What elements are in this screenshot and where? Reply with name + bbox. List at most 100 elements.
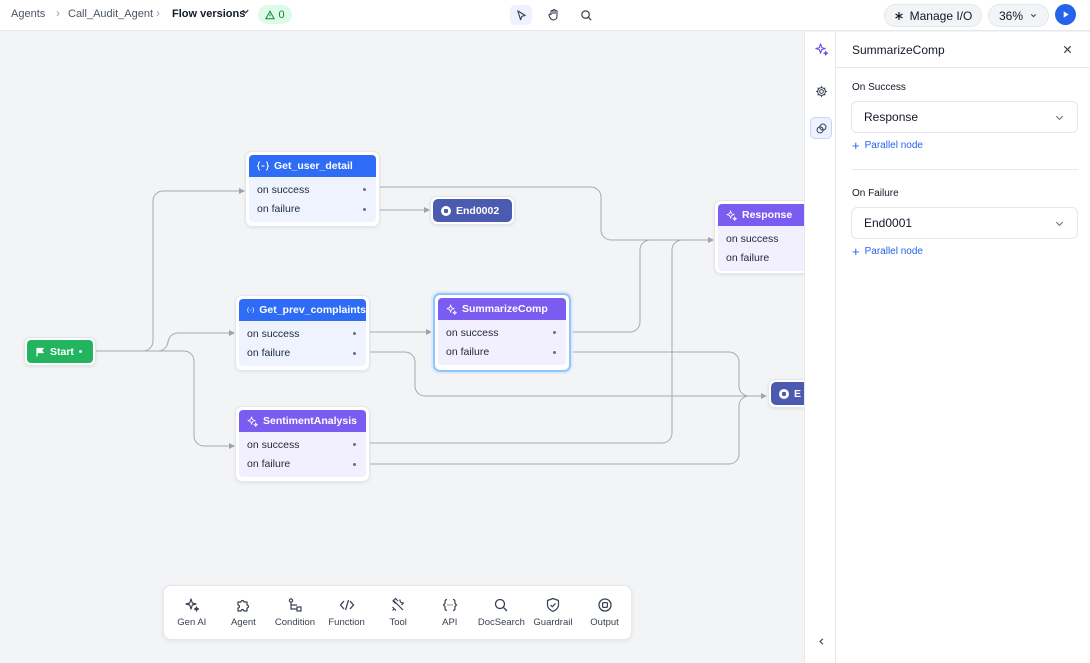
stop-circle-icon <box>441 205 451 216</box>
add-parallel-node-success-link[interactable]: + Parallel node <box>852 137 923 153</box>
chevron-down-icon <box>1055 221 1064 226</box>
node-output-success[interactable]: on success <box>718 229 804 249</box>
breadcrumb-agents[interactable]: Agents <box>11 8 46 20</box>
palette-gen-ai[interactable]: Gen AI <box>166 590 218 636</box>
start-node-label: Start <box>50 345 74 358</box>
node-config-panel: SummarizeComp On Success Response + Para… <box>836 32 1090 663</box>
output-handle[interactable] <box>363 207 366 211</box>
plus-icon: + <box>852 137 860 153</box>
palette-label: Function <box>328 617 365 628</box>
start-output-handle[interactable] <box>78 350 82 353</box>
search-tool-button[interactable] <box>575 5 597 25</box>
hand-icon <box>548 8 558 21</box>
output-handle[interactable] <box>553 350 556 354</box>
warning-count-badge[interactable]: 0 <box>258 5 292 24</box>
palette-function[interactable]: Function <box>321 590 373 636</box>
output-handle[interactable] <box>363 188 366 192</box>
chevron-down-icon[interactable] <box>240 6 251 20</box>
node-output-failure[interactable]: on failure <box>718 249 804 269</box>
node-title: Response <box>742 209 793 221</box>
output-label: on success <box>257 183 310 196</box>
output-handle[interactable] <box>353 462 356 466</box>
node-output-failure[interactable]: on failure <box>239 455 366 475</box>
palette-condition[interactable]: Condition <box>269 590 321 636</box>
breadcrumb-call-audit-agent[interactable]: Call_Audit_Agent <box>68 8 154 20</box>
palette-docsearch[interactable]: DocSearch <box>476 590 528 636</box>
output-label: on failure <box>446 346 490 359</box>
sparkles-icon <box>726 210 737 221</box>
palette-tool[interactable]: Tool <box>372 590 424 636</box>
on-success-select[interactable]: Response <box>851 101 1078 133</box>
close-panel-button[interactable] <box>1062 42 1073 58</box>
pan-tool-button[interactable] <box>543 5 565 25</box>
node-end0002[interactable]: End0002 <box>430 196 515 225</box>
node-output-success[interactable]: on success <box>239 324 366 344</box>
node-summarize-comp[interactable]: SummarizeComp on success on failure <box>433 293 571 372</box>
rail-connections-button[interactable] <box>810 117 832 139</box>
node-output-success[interactable]: on success <box>438 323 566 343</box>
chevron-left-icon <box>818 637 823 645</box>
node-output-success[interactable]: on success <box>249 180 376 200</box>
sparkles-icon <box>185 598 199 612</box>
breadcrumb-separator: › <box>156 6 160 20</box>
collapse-panel-button[interactable] <box>810 630 832 652</box>
pointer-tool-button[interactable] <box>510 5 532 25</box>
divider <box>836 67 1090 68</box>
node-header: Response <box>718 204 804 226</box>
on-failure-label: On Failure <box>852 188 899 199</box>
on-success-value: Response <box>864 110 919 124</box>
output-handle[interactable] <box>353 351 356 355</box>
edge-start-to-sentiment-analysis <box>96 350 235 449</box>
end-node-header: End0002 <box>433 199 512 222</box>
flow-canvas[interactable]: Start Get_user_detail on success on fail… <box>0 32 804 663</box>
palette-output[interactable]: Output <box>579 590 631 636</box>
sparkles-icon <box>247 416 258 427</box>
cursor-arrow-icon <box>516 9 526 20</box>
link-label: Parallel node <box>864 246 923 257</box>
rail-genai-button[interactable] <box>810 38 832 60</box>
node-get-prev-complaints[interactable]: Get_prev_complaints on success on failur… <box>235 295 370 371</box>
palette-api[interactable]: API <box>424 590 476 636</box>
node-body: on success on failure <box>249 177 376 222</box>
edge-summarize-failure-to-end <box>557 351 766 397</box>
node-output-failure[interactable]: on failure <box>438 343 566 363</box>
node-title: SentimentAnalysis <box>263 415 357 427</box>
output-label: on success <box>247 327 300 340</box>
flow-edges <box>96 186 767 465</box>
rail-settings-button[interactable] <box>810 80 832 102</box>
node-sentiment-analysis[interactable]: SentimentAnalysis on success on failure <box>235 406 370 482</box>
wrench-icon <box>392 597 405 611</box>
output-label: on failure <box>257 203 301 216</box>
end-node-header: E <box>771 382 804 405</box>
chevron-down-icon <box>1030 14 1037 18</box>
breadcrumb-flow-versions[interactable]: Flow versions <box>172 8 246 20</box>
zoom-select[interactable]: 36% <box>988 4 1049 27</box>
start-node[interactable]: Start <box>24 337 96 366</box>
node-output-failure[interactable]: on failure <box>239 344 366 364</box>
edge-prev-complaints-failure-to-end <box>357 351 767 399</box>
search-icon <box>495 598 508 612</box>
palette-guardrail[interactable]: Guardrail <box>527 590 579 636</box>
node-end-partial[interactable]: E <box>768 379 804 408</box>
node-title: Get_prev_complaints <box>259 304 366 316</box>
output-handle[interactable] <box>353 443 356 447</box>
node-body: on success on failure <box>438 320 566 365</box>
edge-summarize-success-to-response <box>557 239 713 333</box>
run-button[interactable] <box>1055 4 1076 25</box>
add-parallel-node-failure-link[interactable]: + Parallel node <box>852 245 923 258</box>
palette-agent[interactable]: Agent <box>218 590 270 636</box>
node-get-user-detail[interactable]: Get_user_detail on success on failure <box>245 151 380 227</box>
sparkles-icon <box>446 304 457 315</box>
node-output-success[interactable]: on success <box>239 435 366 455</box>
node-output-failure[interactable]: on failure <box>249 200 376 220</box>
node-body: on success on failure <box>239 321 366 366</box>
on-failure-select[interactable]: End0001 <box>851 207 1078 239</box>
node-body: on success on failure <box>239 432 366 477</box>
output-handle[interactable] <box>353 332 356 336</box>
node-response[interactable]: Response on success on failure <box>714 200 804 274</box>
manage-io-button[interactable]: Manage I/O <box>884 4 982 27</box>
output-label: on failure <box>247 458 291 471</box>
palette-label: Gen AI <box>177 617 207 628</box>
output-handle[interactable] <box>553 331 556 335</box>
edge-sentiment-failure-to-end <box>357 395 766 465</box>
